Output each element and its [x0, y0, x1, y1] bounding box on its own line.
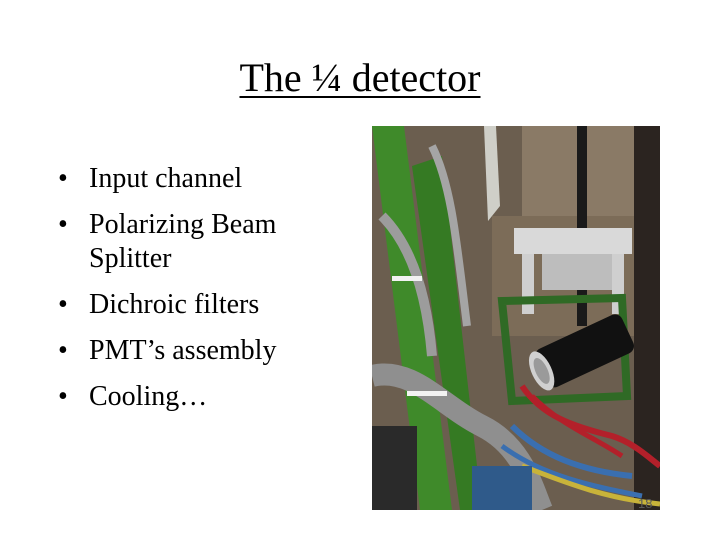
red-cable [530, 394, 624, 459]
bullet-text: Input channel [89, 163, 243, 194]
bullet-text: Cooling… [89, 381, 208, 412]
bullet-text: Dichroic filters [89, 289, 260, 320]
detector-photo [372, 126, 660, 510]
vertical-rod [577, 126, 587, 326]
white-bracket [514, 228, 632, 254]
bracket-leg [522, 254, 534, 314]
detector-assembly-photo-icon [372, 126, 660, 510]
bullet-item: • Dichroic filters [58, 288, 358, 322]
zip-tie [392, 276, 422, 281]
bullet-item: • Polarizing Beam Splitter [58, 208, 358, 276]
bullet-text: Polarizing Beam Splitter [89, 209, 277, 274]
bullet-dot-icon: • [58, 381, 68, 412]
blue-cable [509, 423, 633, 479]
yellow-cable [521, 463, 660, 507]
pmt-cylinder [528, 314, 634, 391]
dark-area [372, 426, 417, 510]
gray-cable [378, 212, 437, 357]
bullet-item: • PMT’s assembly [58, 334, 358, 368]
bullet-list: • Input channel • Polarizing Beam Splitt… [58, 162, 358, 426]
bullet-dot-icon: • [58, 289, 68, 320]
page-number: 18 [638, 496, 653, 511]
hanging-cable [484, 126, 500, 221]
bracket-plate [542, 254, 612, 290]
bullet-dot-icon: • [58, 209, 68, 240]
bullet-dot-icon: • [58, 335, 68, 366]
bullet-item: • Cooling… [58, 380, 358, 414]
green-mount-frame [497, 293, 632, 406]
slide-title: The ¼ detector [239, 55, 481, 100]
bullet-item: • Input channel [58, 162, 358, 196]
blue-block [472, 466, 532, 510]
bullet-text: PMT’s assembly [89, 335, 277, 366]
zip-tie [407, 391, 447, 396]
bullet-dot-icon: • [58, 163, 68, 194]
blue-cable [500, 443, 643, 499]
gray-cable [428, 144, 471, 327]
